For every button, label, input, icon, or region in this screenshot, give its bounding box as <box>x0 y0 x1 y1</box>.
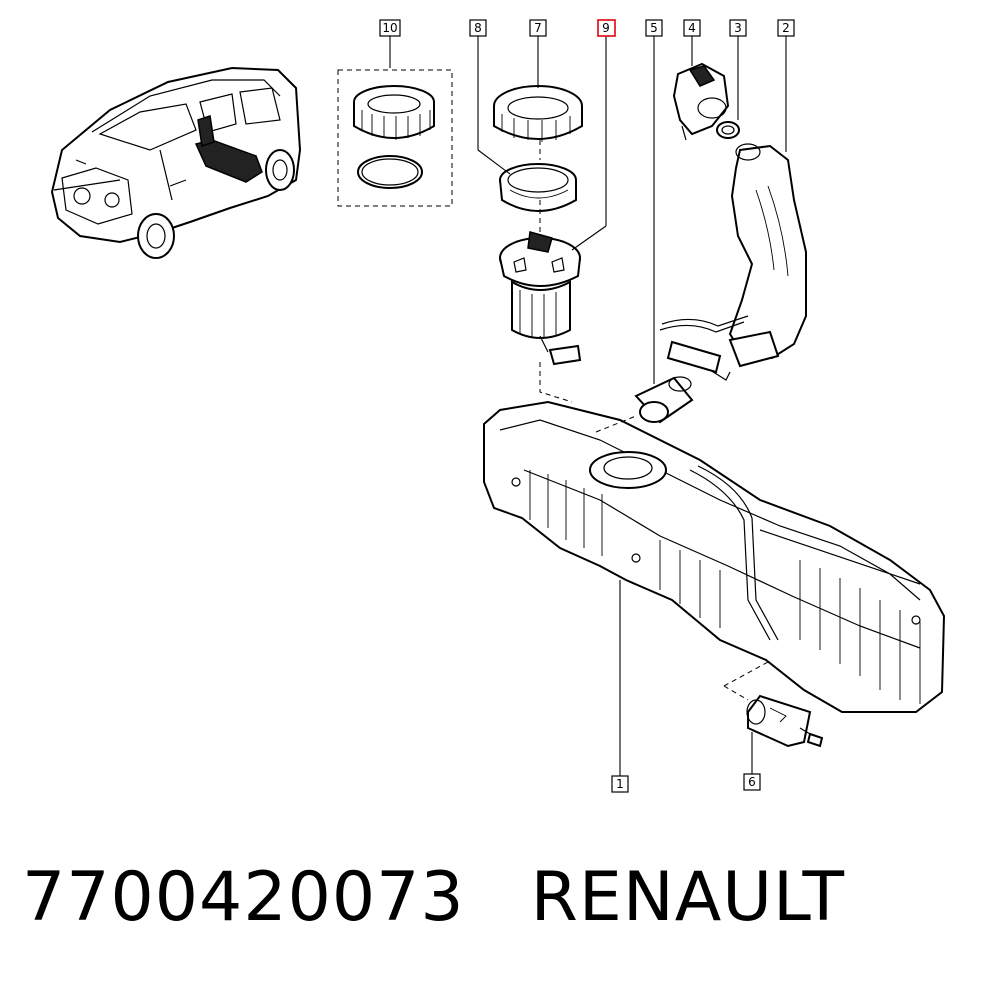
caption: 7700420073 RENAULT <box>22 858 845 937</box>
leader-lines <box>389 36 787 776</box>
part-8-seal-ring <box>499 163 577 212</box>
svg-text:8: 8 <box>474 21 482 35</box>
car-illustration <box>50 66 302 259</box>
part-1-fuel-tank <box>483 400 946 713</box>
svg-text:9: 9 <box>602 21 610 35</box>
part-3-seal <box>716 121 740 139</box>
svg-text:6: 6 <box>748 775 756 789</box>
callout-5: 5 <box>645 19 663 37</box>
callout-2: 2 <box>777 19 795 37</box>
part-9-fuel-pump-module <box>499 231 582 366</box>
callout-7: 7 <box>529 19 547 37</box>
svg-text:7: 7 <box>534 21 542 35</box>
callout-4: 4 <box>683 19 701 37</box>
part-10-lock-ring-and-seal <box>337 69 453 207</box>
svg-text:1: 1 <box>616 777 624 791</box>
part-number: 7700420073 <box>22 858 465 937</box>
callout-10: 10 <box>379 19 401 37</box>
svg-text:3: 3 <box>734 21 742 35</box>
svg-text:5: 5 <box>650 21 658 35</box>
part-6-fuel-filter <box>746 694 824 748</box>
svg-text:2: 2 <box>782 21 790 35</box>
callout-3: 3 <box>729 19 747 37</box>
brand-name: RENAULT <box>530 858 846 937</box>
callout-1: 1 <box>611 775 629 793</box>
callout-9-highlighted: 9 <box>597 19 616 37</box>
svg-text:4: 4 <box>688 21 696 35</box>
part-4-filler-cap-housing <box>672 62 730 141</box>
part-2-filler-neck <box>659 143 807 381</box>
callout-8: 8 <box>469 19 487 37</box>
part-5-hose-sleeve <box>634 376 694 424</box>
callout-6: 6 <box>743 773 761 791</box>
part-7-lock-ring <box>493 85 583 142</box>
svg-text:10: 10 <box>382 21 397 35</box>
